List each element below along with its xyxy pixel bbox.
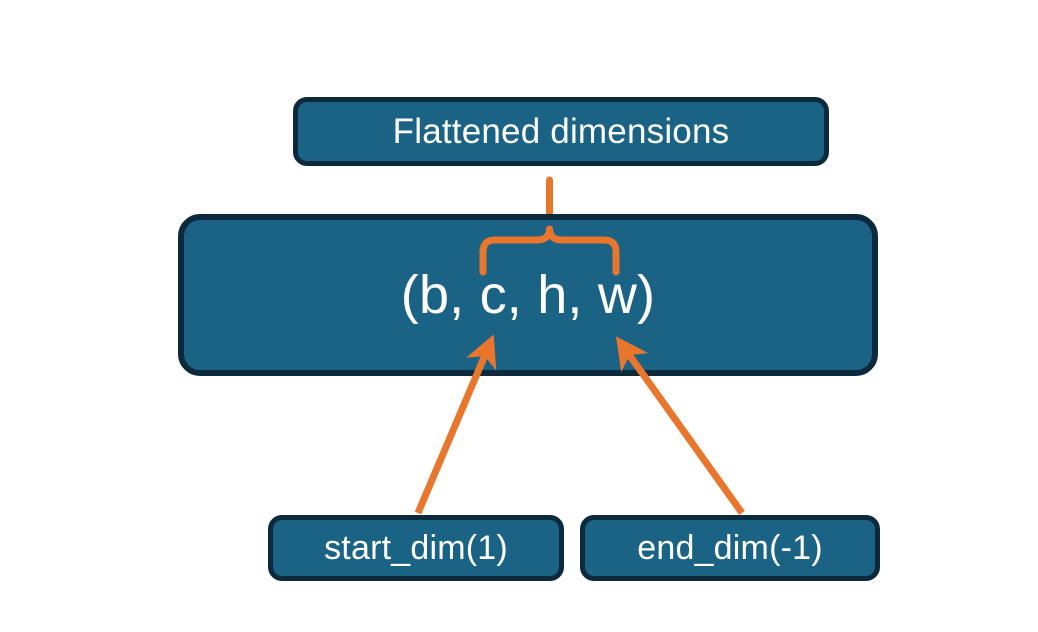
flattened-dimensions-label: Flattened dimensions bbox=[392, 111, 730, 151]
start-dim-box[interactable]: start_dim(1) bbox=[268, 515, 564, 581]
end-dim-label: end_dim(-1) bbox=[637, 528, 823, 567]
start-dim-label: start_dim(1) bbox=[324, 528, 508, 567]
flattened-dimensions-box[interactable]: Flattened dimensions bbox=[293, 97, 829, 166]
tensor-shape-label: (b, c, h, w) bbox=[400, 265, 656, 325]
end-dim-box[interactable]: end_dim(-1) bbox=[580, 515, 880, 581]
tensor-shape-box[interactable]: (b, c, h, w) bbox=[178, 214, 878, 376]
